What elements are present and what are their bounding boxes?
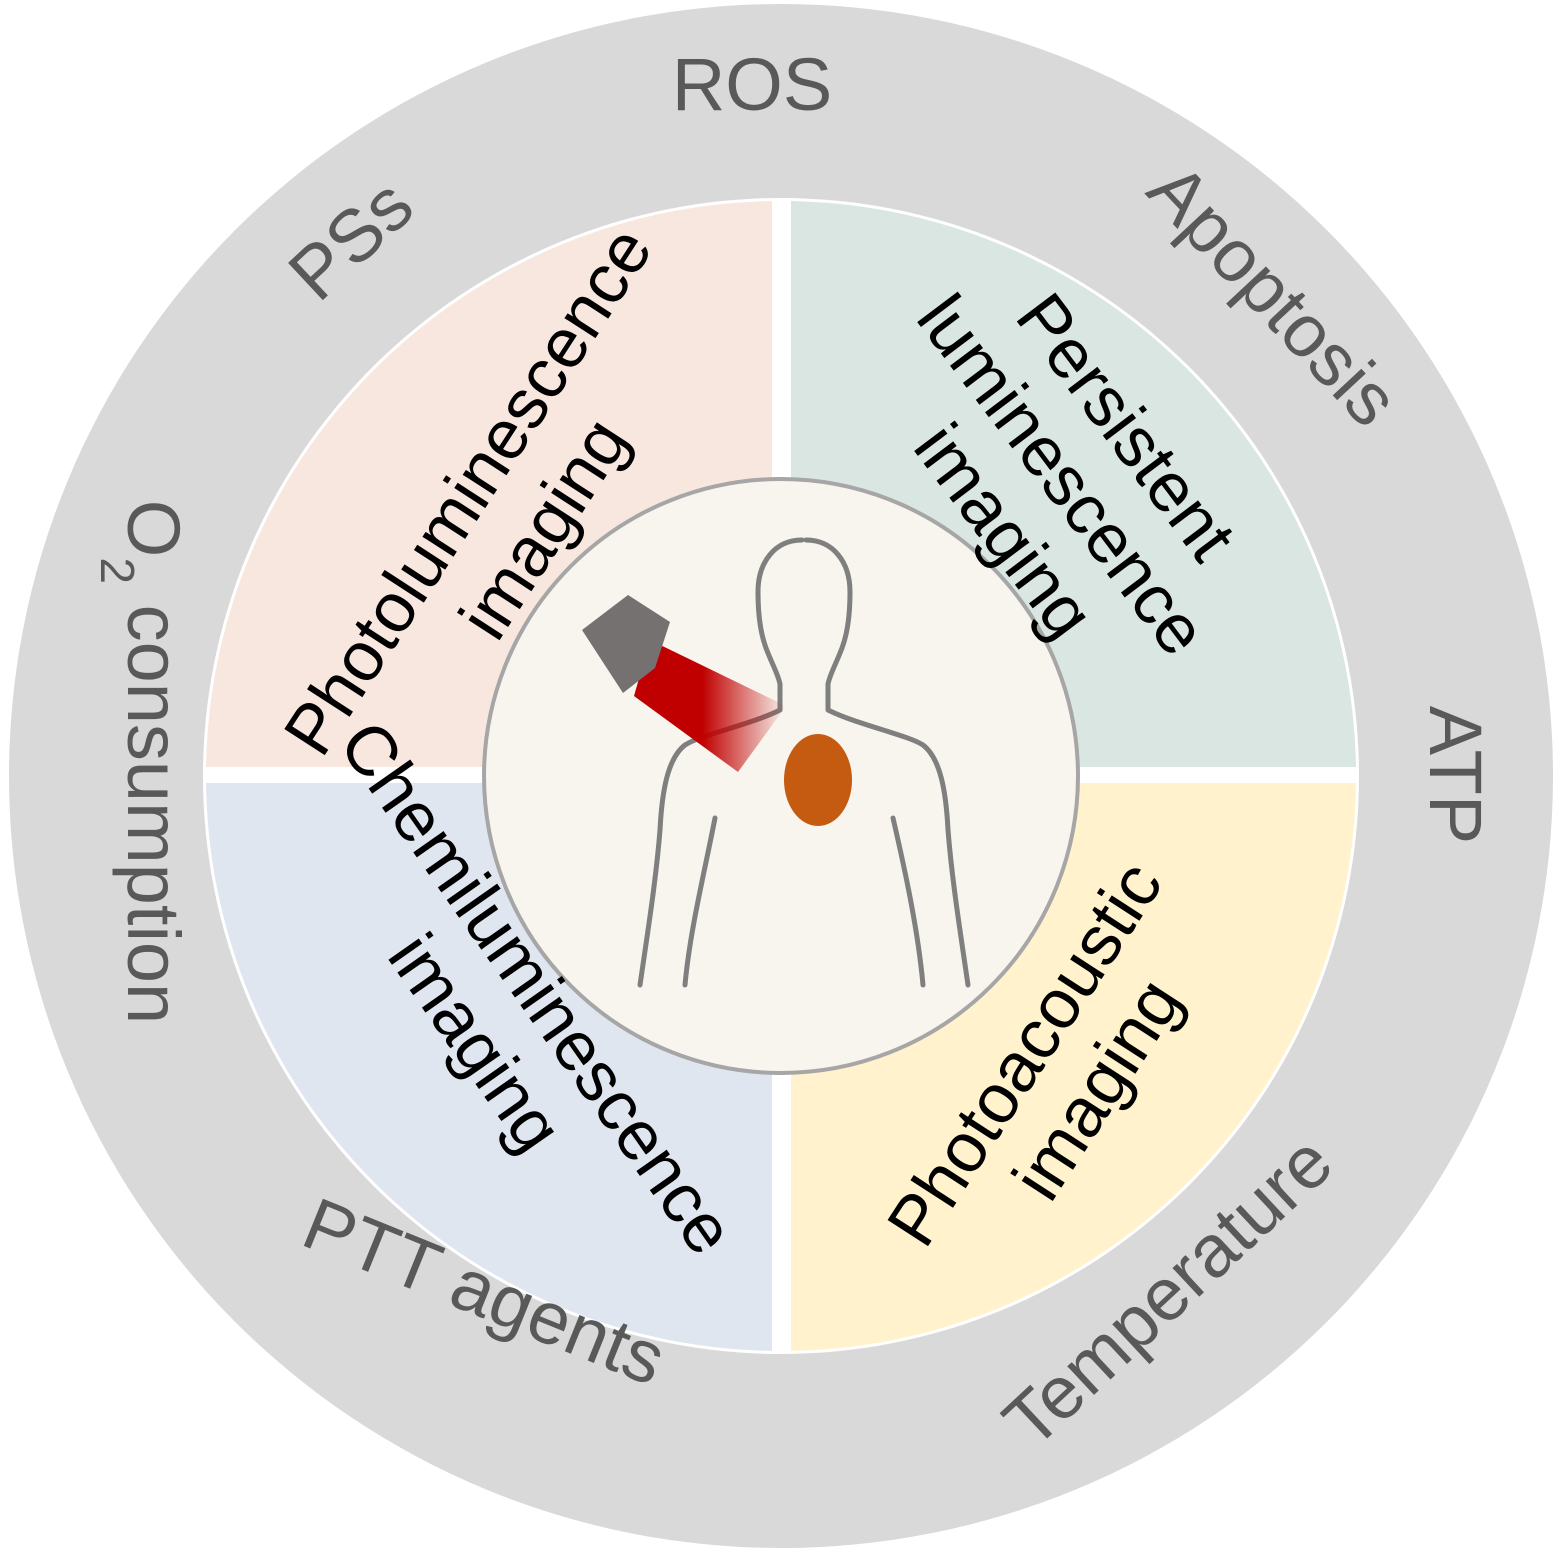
atp-label: ATP: [1414, 706, 1497, 844]
tumor-icon: [784, 734, 852, 826]
light-beam-icon: [634, 640, 786, 772]
o2-prefix: O: [112, 500, 195, 558]
light-source-icon: [582, 595, 670, 693]
ros-label: ROS: [672, 43, 832, 126]
o2-subscript: 2: [91, 557, 144, 584]
o2-consumption-label: O2 consumption: [91, 500, 196, 1024]
o2-suffix: consumption: [112, 584, 195, 1024]
